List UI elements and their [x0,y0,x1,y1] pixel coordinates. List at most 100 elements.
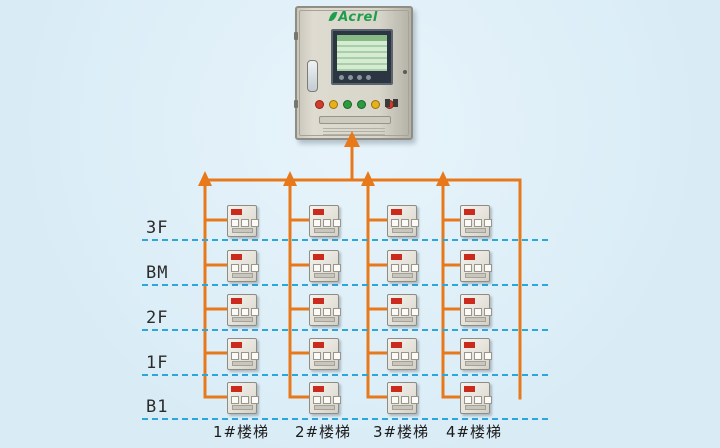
fire-monitor-device-r1-c2 [309,205,341,237]
fire-monitor-device-r1-c3 [387,205,419,237]
device-slot [465,273,486,278]
fire-monitor-device-r3-c4 [460,294,492,326]
device-red-tag [464,342,475,348]
brand-logo: Acrel [297,10,411,25]
switch-block [385,99,399,107]
device-red-tag [313,209,324,215]
floor-label-2f: 2F [146,308,169,328]
floor-label-b1: B1 [146,397,169,417]
device-terminals [231,264,259,272]
device-terminals [464,264,492,272]
fire-monitor-device-r2-c2 [309,250,341,282]
device-red-tag [391,342,402,348]
device-slot [465,405,486,410]
fire-monitor-device-r3-c1 [227,294,259,326]
device-red-tag [391,298,402,304]
device-slot [232,273,253,278]
device-red-tag [313,342,324,348]
device-red-tag [464,298,475,304]
device-red-tag [231,342,242,348]
fire-monitor-device-r5-c4 [460,382,492,414]
device-red-tag [313,386,324,392]
fire-monitor-device-r3-c3 [387,294,419,326]
floor-divider [142,374,548,376]
fire-monitor-device-r2-c4 [460,250,492,282]
device-red-tag [231,254,242,260]
device-red-tag [464,209,475,215]
cabinet-screen [331,29,393,85]
device-red-tag [391,209,402,215]
device-red-tag [464,386,475,392]
device-slot [392,228,413,233]
function-keys [339,75,385,80]
fire-monitor-device-r1-c1 [227,205,259,237]
floor-divider [142,329,548,331]
device-terminals [313,396,341,404]
flow-arrows [198,131,450,186]
fire-monitor-device-r4-c2 [309,338,341,370]
stair-label-3: 3#楼梯 [372,423,430,441]
device-red-tag [313,298,324,304]
device-red-tag [391,386,402,392]
device-slot [232,361,253,366]
device-terminals [464,352,492,360]
floor-label-1f: 1F [146,353,169,373]
nameplate [323,128,385,136]
device-terminals [391,352,419,360]
device-terminals [231,396,259,404]
device-terminals [313,352,341,360]
fire-monitor-device-r2-c3 [387,250,419,282]
device-slot [232,228,253,233]
hinge-icon [294,100,298,108]
stair-label-1: 1#楼梯 [212,423,270,441]
device-terminals [464,308,492,316]
fire-monitor-device-r5-c1 [227,382,259,414]
device-red-tag [231,386,242,392]
device-slot [314,273,335,278]
lock-icon [403,70,407,74]
indicator-light-icon [343,100,352,109]
printer-slot [319,116,391,124]
stair-label-4: 4#楼梯 [445,423,503,441]
device-slot [392,361,413,366]
device-terminals [464,396,492,404]
floor-divider [142,284,548,286]
device-slot [392,317,413,322]
device-terminals [313,308,341,316]
floor-divider [142,418,548,420]
fire-monitor-device-r5-c2 [309,382,341,414]
device-slot [232,405,253,410]
device-slot [314,228,335,233]
indicator-tube [307,60,318,92]
device-red-tag [231,298,242,304]
device-terminals [231,308,259,316]
device-slot [232,317,253,322]
fire-monitor-device-r4-c4 [460,338,492,370]
device-slot [392,273,413,278]
device-slot [465,361,486,366]
floor-label-3f: 3F [146,218,169,238]
device-terminals [391,219,419,227]
device-slot [465,317,486,322]
device-red-tag [391,254,402,260]
device-slot [314,317,335,322]
device-terminals [231,219,259,227]
indicator-light-icon [329,100,338,109]
device-slot [392,405,413,410]
device-red-tag [313,254,324,260]
device-slot [465,228,486,233]
device-red-tag [464,254,475,260]
fire-monitor-device-r2-c1 [227,250,259,282]
indicator-light-icon [371,100,380,109]
hinge-icon [294,32,298,40]
stair-label-2: 2#楼梯 [294,423,352,441]
device-slot [314,405,335,410]
device-terminals [313,219,341,227]
device-slot [314,361,335,366]
indicator-light-icon [357,100,366,109]
device-terminals [464,219,492,227]
fire-monitor-device-r4-c1 [227,338,259,370]
lcd-display [337,35,387,71]
